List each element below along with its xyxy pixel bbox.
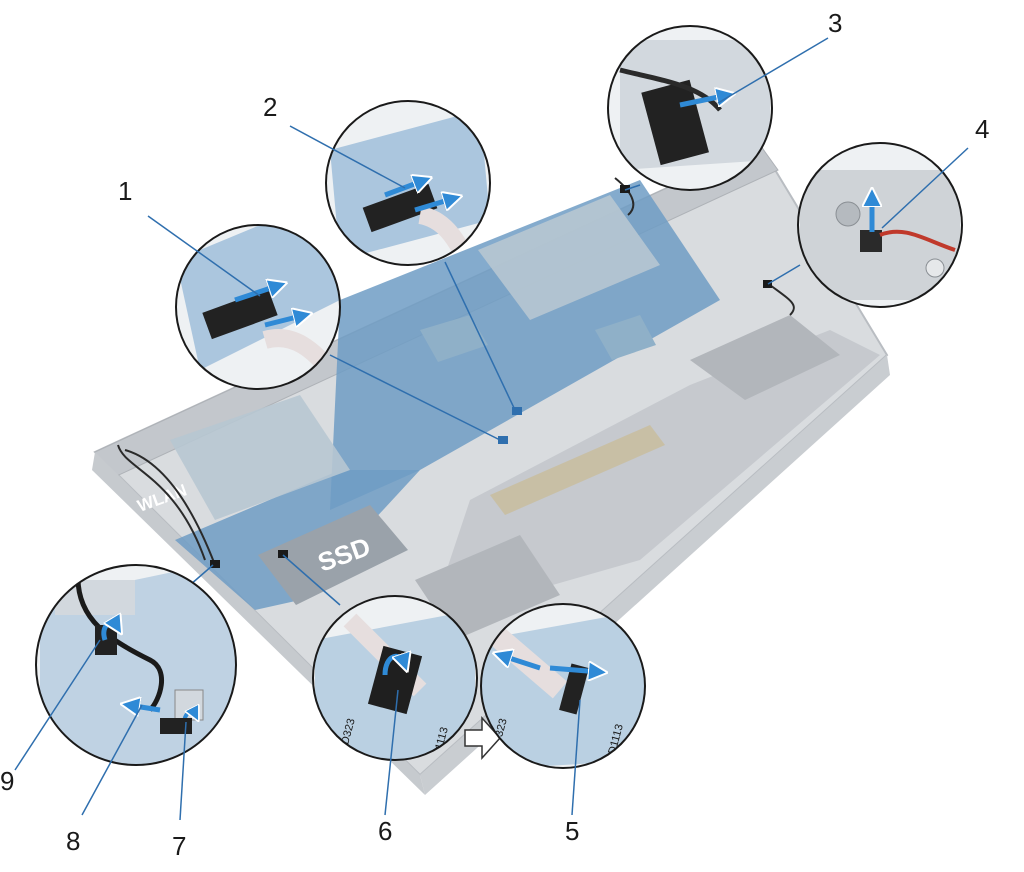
callout-9: 9 (0, 766, 14, 796)
callout-4: 4 (975, 114, 989, 144)
detail-circle-4 (798, 143, 962, 307)
callout-2: 2 (263, 92, 277, 122)
callout-6: 6 (378, 816, 392, 846)
callout-7: 7 (172, 831, 186, 861)
marker-6 (278, 550, 288, 558)
marker-4 (763, 280, 772, 288)
detail-circle-5: D323 D1113 (480, 604, 645, 770)
callout-3: 3 (828, 8, 842, 38)
callout-1: 1 (118, 176, 132, 206)
callout-8: 8 (66, 826, 80, 856)
detail-circle-3 (608, 26, 772, 190)
callout-5: 5 (565, 816, 579, 846)
detail-circle-7 (36, 560, 240, 770)
detail-circle-2 (326, 101, 490, 265)
